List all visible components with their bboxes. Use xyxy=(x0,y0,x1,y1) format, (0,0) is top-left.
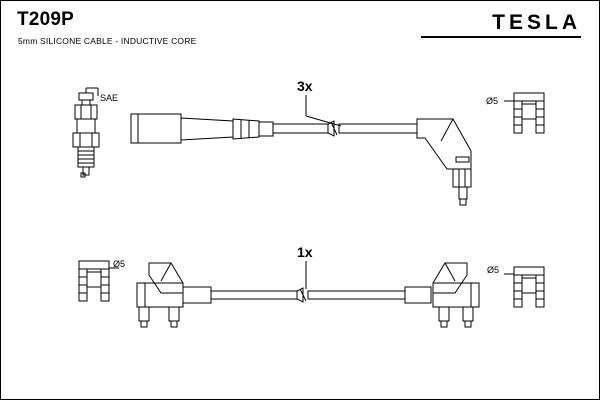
short-cable-assembly xyxy=(136,261,480,328)
sae-label: SAE xyxy=(100,93,119,103)
bottom-left-terminal-icon xyxy=(78,260,119,302)
page-subtitle: 5mm SILICONE CABLE - INDUCTIVE CORE xyxy=(18,36,197,46)
quantity-top-label: 3x xyxy=(297,78,313,94)
top-right-terminal-icon xyxy=(504,92,545,134)
diameter-top-right-label: Ø5 xyxy=(486,96,499,106)
diameter-bottom-left-label: Ø5 xyxy=(113,259,126,269)
quantity-bottom-label: 1x xyxy=(297,244,313,260)
page-title: T209P xyxy=(17,9,74,30)
diameter-bottom-right-label: Ø5 xyxy=(487,265,500,275)
long-cable-assembly xyxy=(130,95,472,206)
brand-underline xyxy=(421,36,581,38)
brand-logo-text: TESLA xyxy=(492,11,581,34)
bottom-right-terminal-icon xyxy=(504,266,545,308)
spark-plug-icon xyxy=(72,87,100,178)
